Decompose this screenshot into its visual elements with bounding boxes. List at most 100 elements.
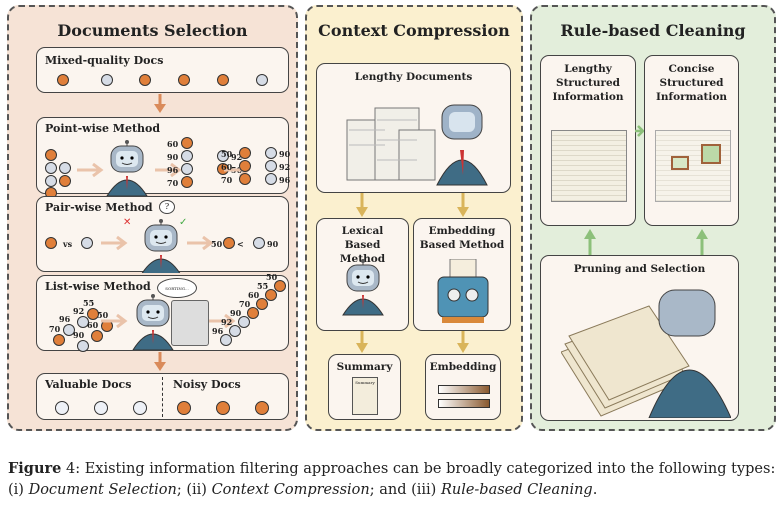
embedding-vector-icon [438, 399, 490, 408]
caption-number: 4 [65, 461, 76, 477]
caption-italic: Context Compression [211, 482, 370, 498]
gray-document-dot [181, 150, 193, 162]
score-label: 90 [267, 239, 279, 249]
score-label: 92 [279, 162, 291, 172]
score-label: 92 [221, 317, 233, 327]
box-title: Pruning and Selection [573, 263, 706, 275]
gray-document-dot [265, 147, 277, 159]
summary-box: Summary Summary [328, 354, 401, 420]
score-label: 90 [73, 330, 85, 340]
arrow-right-icon [77, 163, 104, 177]
box-title: Concise Structured Information [656, 63, 727, 103]
arrow-down-icon [356, 193, 368, 217]
mixed-docs-box: Mixed-quality Docs [36, 47, 289, 93]
arrow-up-icon [696, 229, 708, 255]
panel-title: Documents Selection [57, 21, 248, 40]
robot-icon [106, 140, 148, 196]
gray-document-dot [265, 173, 277, 185]
box-title: Lengthy Documents [354, 71, 473, 83]
score-label: 60 [167, 139, 179, 149]
arrow-down-icon [457, 193, 469, 217]
embedding-box: Embedding [425, 354, 501, 420]
orange-document-dot [181, 137, 193, 149]
embedding-method-box: Embedding Based Method [413, 218, 511, 331]
orange-document-dot [239, 147, 251, 159]
box-title: List-wise Method [45, 280, 151, 293]
caption-text: ; (ii) [176, 482, 212, 498]
lengthy-structured-box: Lengthy Structured Information [540, 55, 636, 226]
score-label: 50 [97, 310, 109, 320]
arrow-right-icon [101, 236, 128, 250]
orange-document-dot [139, 74, 151, 86]
check-icon: ✓ [179, 217, 188, 228]
score-label: 70 [221, 175, 233, 185]
arrow-right-icon [209, 314, 236, 328]
table-document-icon [551, 130, 627, 202]
pruned-table-icon [655, 130, 731, 202]
score-label: 92 [231, 152, 243, 162]
less-than-label: < [237, 239, 244, 249]
score-label: 92 [73, 306, 85, 316]
score-label: 50 [266, 272, 278, 282]
score-label: 60 [221, 162, 233, 172]
box-title: Embedding Based Method [419, 225, 505, 251]
box-title: Lexical Based Method [339, 225, 386, 265]
box-title: Lengthy Structured Information [552, 63, 624, 103]
score-label: 60 [87, 320, 99, 330]
caption-italic: Document Selection [28, 482, 177, 498]
score-label: 96 [59, 314, 71, 324]
lexical-method-box: Lexical Based Method [316, 218, 409, 331]
caption-label: Figure [8, 460, 62, 477]
orange-document-dot [256, 298, 268, 310]
cross-icon: ✕ [123, 217, 132, 228]
valuable-docs-label: Valuable Docs [45, 378, 132, 391]
orange-document-dot [87, 308, 99, 320]
pairwise-box: Pair-wise Method vs ? ✕ ✓ 50 < 90 [36, 196, 289, 273]
box-title: Point-wise Method [45, 122, 161, 135]
arrow-down-icon [154, 94, 166, 113]
gray-document-dot [265, 160, 277, 172]
summary-document-icon: Summary [352, 377, 378, 415]
arrow-down-icon [457, 331, 469, 353]
score-label: 96 [212, 326, 224, 336]
result-docs-box: Valuable Docs Noisy Docs [36, 373, 289, 420]
gray-document-dot [181, 163, 193, 175]
caption-text: . [592, 482, 598, 498]
panel-title: Rule-based Cleaning [560, 21, 746, 40]
orange-document-dot [265, 289, 277, 301]
concise-structured-box: Concise Structured Information [644, 55, 739, 226]
gray-document-dot [77, 340, 89, 352]
arrow-down-icon [356, 331, 368, 353]
gray-document-dot [256, 74, 268, 86]
score-label: 96 [279, 175, 291, 185]
arrow-right-icon [101, 314, 128, 328]
score-label: 50 [221, 149, 233, 159]
score-label: 70 [167, 178, 179, 188]
gray-document-dot [217, 150, 229, 162]
gray-document-dot [229, 325, 241, 337]
embedding-vector-icon [438, 385, 490, 394]
orange-document-dot [217, 74, 229, 86]
panel-title: Context Compression [318, 21, 510, 40]
robot-icon [132, 294, 174, 350]
score-label: 90 [279, 149, 291, 159]
orange-document-dot [91, 330, 103, 342]
orange-document-dot [181, 176, 193, 188]
box-title: Mixed-quality Docs [45, 54, 164, 67]
box-title: Embedding [429, 361, 497, 373]
orange-document-dot [57, 74, 69, 86]
orange-document-dot [274, 280, 286, 292]
robot-icon [141, 219, 181, 273]
arrow-right-icon [155, 163, 182, 177]
check-cell-icon [701, 144, 721, 164]
score-label: 90 [167, 152, 179, 162]
lengthy-documents-box: Lengthy Documents [316, 63, 511, 193]
robot-reviewing-papers-icon [561, 289, 731, 418]
noisy-docs-label: Noisy Docs [173, 378, 241, 391]
pruning-selection-box: Pruning and Selection [540, 255, 739, 421]
gray-document-dot [77, 316, 89, 328]
caption-text: ; and (iii) [369, 482, 441, 498]
divider [162, 377, 163, 417]
